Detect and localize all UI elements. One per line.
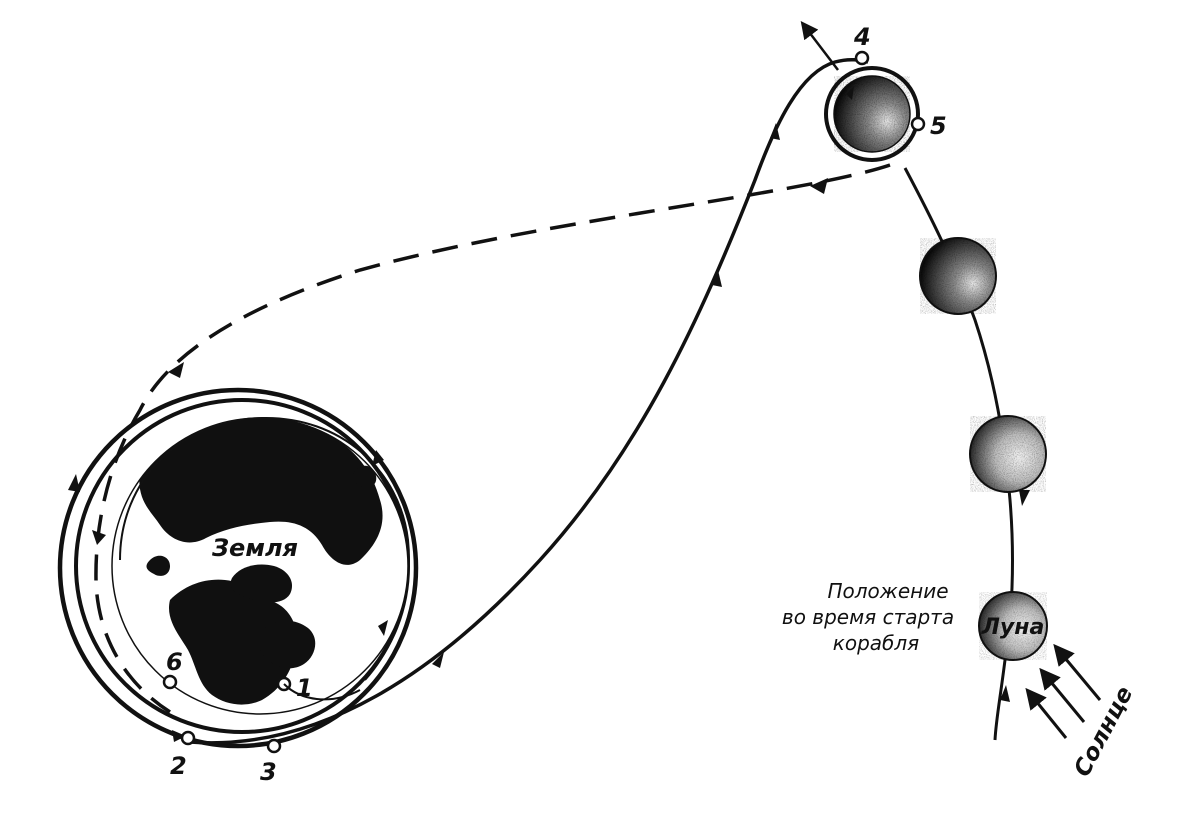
position-caption-line3: корабля — [833, 631, 919, 655]
point-2-label: 2 — [170, 752, 187, 780]
point-1-label: 1 — [296, 674, 313, 702]
sun-label: Солнце — [1069, 682, 1138, 781]
trans-lunar-trajectory — [189, 57, 869, 745]
escape-arrow — [800, 21, 839, 71]
moon-position-top — [824, 66, 920, 162]
point-5-marker — [910, 116, 926, 132]
moon-label: Луна — [981, 615, 1045, 640]
point-4-marker — [854, 50, 870, 66]
moon-position-3 — [969, 415, 1047, 493]
point-3-label: 3 — [260, 758, 277, 786]
earth-label: Земля — [211, 534, 298, 562]
point-4-label: 4 — [853, 23, 871, 51]
earth — [111, 416, 410, 715]
moon-position-start — [978, 591, 1048, 661]
sun-rays — [1025, 643, 1102, 739]
point-3-marker — [266, 738, 282, 754]
outer-orbit-ring — [57, 387, 419, 749]
point-markers — [162, 50, 926, 754]
position-caption-line1: Положение — [828, 579, 949, 603]
position-caption-line2: во время старта — [782, 605, 954, 629]
return-trajectory — [94, 163, 891, 714]
point-5-label: 5 — [930, 112, 947, 140]
moon-position-2 — [919, 237, 997, 315]
point-6-label: 6 — [166, 648, 183, 676]
point-6-marker — [162, 674, 178, 690]
point-2-marker — [180, 730, 196, 746]
